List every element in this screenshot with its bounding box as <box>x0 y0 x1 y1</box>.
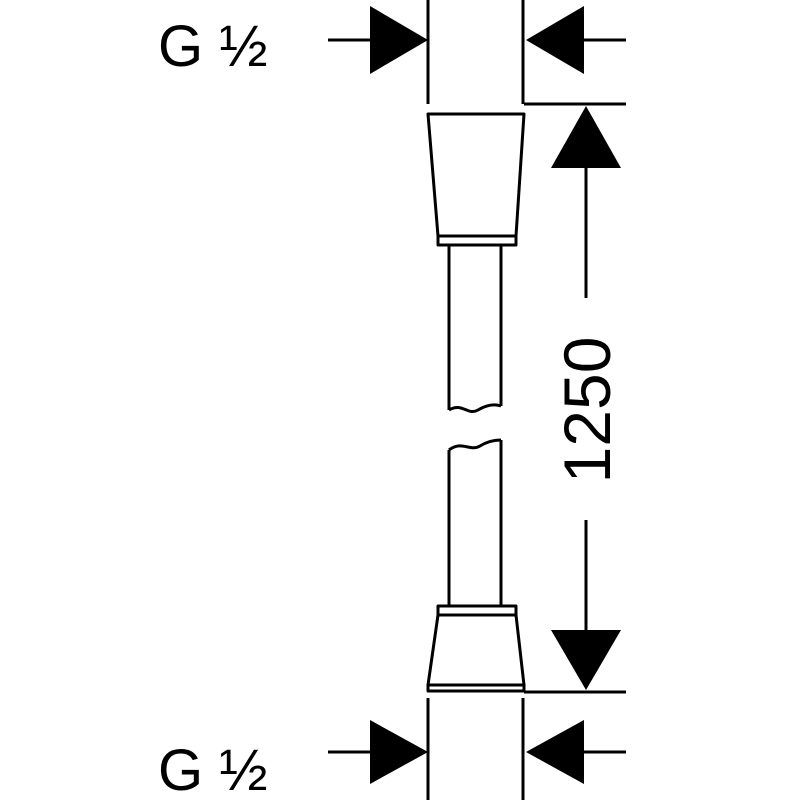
hose-body <box>426 112 526 693</box>
upper-hose-segment <box>447 245 503 410</box>
length-dimension <box>524 102 626 694</box>
lower-hose-segment <box>447 440 503 606</box>
top-connection-dimension <box>328 0 626 104</box>
upper-nut <box>426 112 526 238</box>
upper-nut-collar <box>436 234 518 247</box>
bottom-arrow-left-icon <box>526 720 584 784</box>
bottom-thread-label: G ½ <box>158 738 268 800</box>
top-thread-label: G ½ <box>158 14 268 79</box>
length-arrow-down-icon <box>551 630 621 690</box>
top-arrow-right-icon <box>370 6 428 74</box>
lower-nut-base <box>426 683 526 693</box>
top-arrow-left-icon <box>526 6 584 74</box>
lower-break-line <box>448 438 502 452</box>
bottom-connection-dimension <box>328 698 626 800</box>
bottom-arrow-right-icon <box>370 720 428 784</box>
upper-break-line <box>448 403 502 413</box>
length-label: 1250 <box>550 337 624 484</box>
length-arrow-up-icon <box>551 106 621 168</box>
lower-nut <box>426 613 526 687</box>
